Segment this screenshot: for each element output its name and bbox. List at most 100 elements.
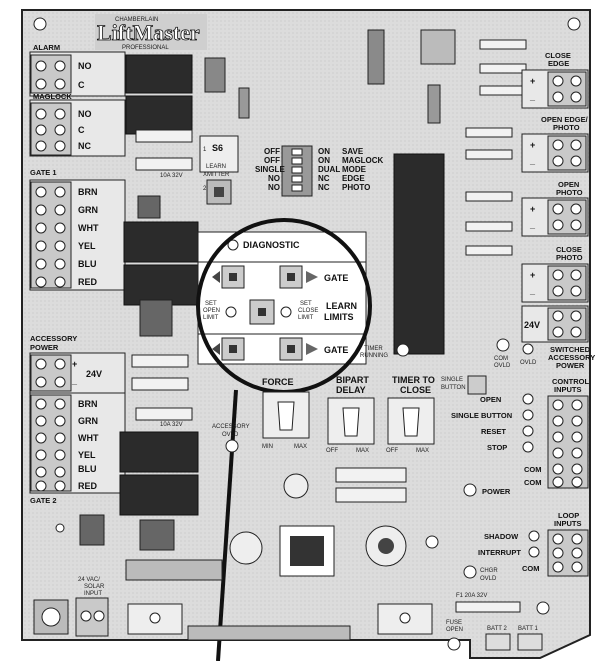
brand-top: CHAMBERLAIN (115, 17, 158, 23)
gate1-yel: YEL (78, 241, 96, 251)
timer-min: OFF (386, 448, 398, 454)
set-close-3: LIMIT (298, 315, 314, 321)
dip-on-1: ON (318, 156, 330, 165)
fuse-left-top (135, 129, 193, 143)
accessory-plus: + (72, 359, 77, 369)
chgr-ovld-led (463, 565, 477, 579)
connector-p2 (367, 29, 385, 85)
transistor-q1 (137, 195, 161, 219)
gate1-brn: BRN (78, 187, 98, 197)
diagnostic-label: DIAGNOSTIC (243, 240, 300, 250)
mount-hole-br (536, 601, 550, 615)
open-photo-l2: PHOTO (556, 188, 583, 197)
open-edge-block: OPEN EDGE/ PHOTO +_ (521, 115, 589, 173)
svg-text:_: _ (529, 156, 536, 166)
loop-inputs-block: LOOP INPUTS SHADOW INTERRUPT COM (478, 511, 589, 577)
fuse-left-top-2 (135, 157, 193, 171)
accessory-power-block: ACCESSORY POWER + _ 24V (29, 334, 126, 394)
accessory-ovld-1: ACCESSORY (212, 424, 250, 430)
fuse-f1-label: F1 20A 32V (456, 593, 487, 599)
timer-running-2: RUNNING (360, 353, 388, 359)
set-open-1: SET (205, 301, 217, 307)
diagnostic-led (227, 239, 239, 251)
gate2-grn: GRN (78, 416, 98, 426)
control-stop: STOP (487, 443, 507, 452)
dip-func-2: MODE (342, 165, 367, 174)
control-com-2: COM (524, 478, 542, 487)
gate1-block: GATE 1 BRN GRN WHT YEL BLU RED (29, 168, 126, 291)
dip-func-3: EDGE (342, 174, 365, 183)
limits-callout: DIAGNOSTIC GATE SET OPEN LIMIT SET CLOSE… (197, 231, 410, 365)
batt2-connector (485, 633, 511, 651)
switched-l1: SWITCHED (550, 345, 591, 354)
open-edge-l1: OPEN EDGE/ (541, 115, 589, 124)
mounting-slot-1 (127, 603, 183, 635)
single-button-2: BUTTON (441, 385, 466, 391)
control-open: OPEN (480, 395, 501, 404)
batt1-label: BATT 1 (518, 626, 538, 632)
bipart-min: OFF (326, 448, 338, 454)
single-button-1: SINGLE (441, 377, 463, 383)
switched-volt: 24V (524, 320, 540, 330)
potentiometers: FORCE MIN MAX BIPART DELAY OFF MAX TIMER… (262, 375, 487, 454)
batt1-connector (517, 633, 543, 651)
relay-k3 (123, 221, 199, 263)
switched-power-block: 24V SWITCHED ACCESSORY POWER COM OVLD OV… (494, 305, 595, 370)
solar-input-block: 24 VAC/ SOLAR INPUT (33, 577, 109, 637)
brand-name: LiftMaster (97, 20, 200, 45)
gate2-title: GATE 2 (30, 496, 57, 505)
mount-hole-bl (55, 523, 65, 533)
bipart-pot[interactable] (327, 397, 375, 445)
gate1-blu: BLU (78, 259, 97, 269)
com-ovld-2: OVLD (494, 363, 511, 369)
test-point (425, 535, 439, 549)
control-l2: INPUTS (554, 385, 582, 394)
relay-k5 (119, 431, 199, 473)
switched-l2: ACCESSORY (548, 353, 595, 362)
dip-func-1: MAGLOCK (342, 156, 384, 165)
loop-l1: LOOP (558, 511, 579, 520)
learn-label: LEARN (326, 301, 357, 311)
dip-on-0: ON (318, 147, 330, 156)
alarm-title: ALARM (33, 43, 60, 52)
input-l2: SOLAR (84, 584, 105, 590)
dip-off-0: OFF (264, 147, 280, 156)
learn-xmitter-button[interactable] (206, 179, 232, 205)
mount-hole-tl (33, 17, 47, 31)
gate2-block: BRN GRN WHT YEL BLU RED GATE 2 (29, 392, 126, 505)
learn-xmitter-l1: LEARN (206, 164, 226, 170)
accessory-ovld-2: OVLD (222, 432, 239, 438)
resistor-array-top (465, 39, 527, 256)
loop-shadow: SHADOW (484, 532, 519, 541)
input-l1: 24 VAC/ (78, 577, 100, 583)
learn-limits-button[interactable] (249, 299, 275, 325)
bipart-max: MAX (356, 448, 369, 454)
dip-off-4: NO (268, 183, 280, 192)
gate2-blu: BLU (78, 464, 97, 474)
fuse-left-label-2: 10A 32V (160, 422, 183, 428)
set-close-1: SET (300, 301, 312, 307)
control-l1: CONTROL (552, 377, 589, 386)
transistor-q3 (139, 519, 175, 551)
gate2-brn: BRN (78, 399, 98, 409)
set-close-2: CLOSE (298, 308, 318, 314)
single-button[interactable] (467, 375, 487, 395)
gate1-wht: WHT (78, 223, 99, 233)
diode-array (125, 559, 223, 581)
dip-n1: 1 (203, 147, 207, 153)
open-photo-block: OPEN PHOTO +_ (521, 180, 589, 237)
accessory-volt: 24V (86, 369, 102, 379)
com-ovld-led (496, 338, 510, 352)
set-open-3: LIMIT (203, 315, 219, 321)
close-photo-l1: CLOSE (556, 245, 582, 254)
timer-running-1: TIMER (364, 346, 383, 352)
control-inputs-block: CONTROL INPUTS OPEN SINGLE BUTTON RESET … (451, 377, 589, 489)
timer-title-2: CLOSE (400, 385, 431, 395)
ovld-label: OVLD (520, 360, 537, 366)
set-open-2: OPEN (203, 308, 220, 314)
accessory-power-title-1: ACCESSORY (30, 334, 77, 343)
close-edge-l1: CLOSE (545, 51, 571, 60)
transistor-q2 (139, 299, 173, 337)
loop-com: COM (522, 564, 540, 573)
loop-interrupt: INTERRUPT (478, 548, 521, 557)
